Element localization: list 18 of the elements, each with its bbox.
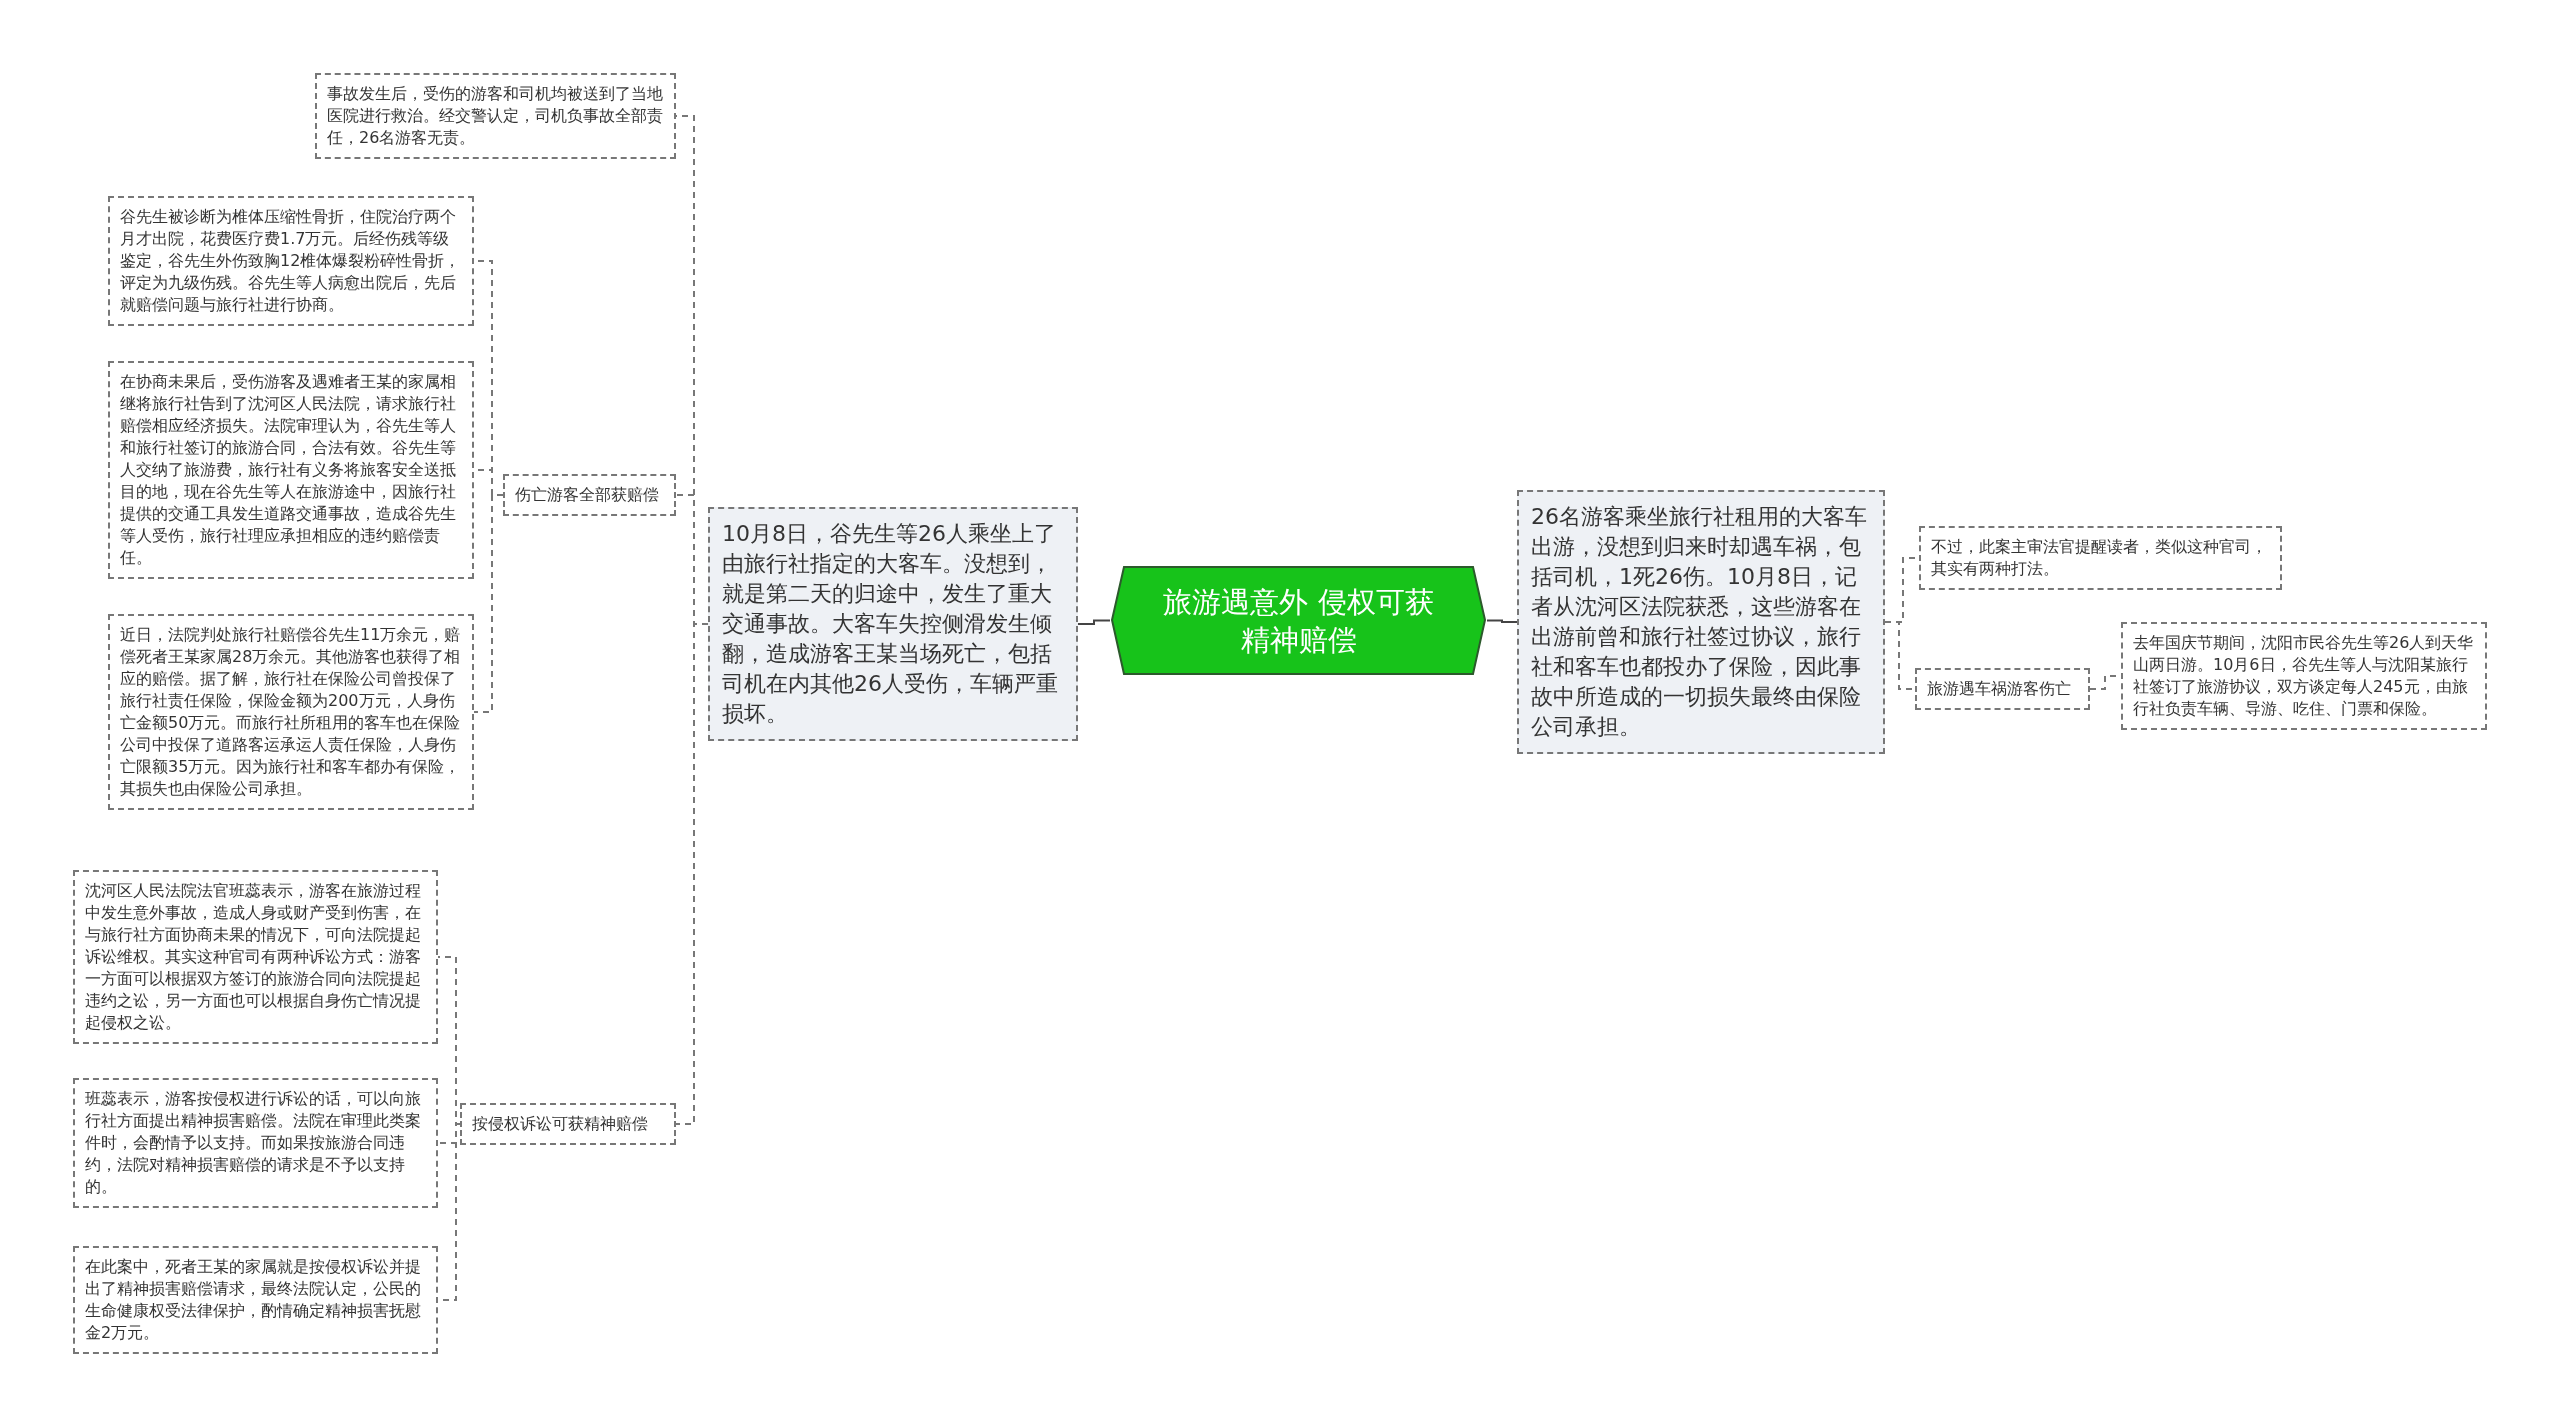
note-box: 旅游遇车祸游客伤亡 xyxy=(1915,668,2090,710)
note-box: 沈河区人民法院法官班蕊表示，游客在旅游过程中发生意外事故，造成人身或财产受到伤害，在与旅行社方面协商未果的情况下，可向法院提起诉讼维权。其实这种官司有两种诉讼方式：游客一方面可以根据双方签订的旅游合同向法院提起违约之讼，另一方面也可以根据自身伤亡情况提起侵权之讼。 xyxy=(73,870,438,1044)
topic-box: 26名游客乘坐旅行社租用的大客车出游，没想到归来时却遇车祸，包括司机，1死26伤。10月8日，记者从沈河区法院获悉，这些游客在出游前曾和旅行社签过协议，旅行社和客车也都投办了保险，因此事故中所造成的一切损失最终由保险公司承担。 xyxy=(1517,490,1885,754)
note-box: 在协商未果后，受伤游客及遇难者王某的家属相继将旅行社告到了沈河区人民法院，请求旅行社赔偿相应经济损失。法院审理认为，谷先生等人和旅行社签订的旅游合同，合法有效。谷先生等人交纳了旅游费，旅行社有义务将旅客安全送抵目的地，现在谷先生等人在旅游途中，因旅行社提供的交通工具发生道路交通事故，造成谷先生等人受伤，旅行社理应承担相应的违约赔偿责任。 xyxy=(108,361,474,579)
note-box: 伤亡游客全部获赔偿 xyxy=(503,474,676,516)
connector-line xyxy=(473,494,504,713)
note-box: 班蕊表示，游客按侵权进行诉讼的话，可以向旅行社方面提出精神损害赔偿。法院在审理此类案件时，会酌情予以支持。而如果按旅游合同违约，法院对精神损害赔偿的请求是不予以支持的。 xyxy=(73,1078,438,1208)
note-box: 不过，此案主审法官提醒读者，类似这种官司，其实有两种打法。 xyxy=(1919,526,2282,590)
note-box: 谷先生被诊断为椎体压缩性骨折，住院治疗两个月才出院，花费医疗费1.7万元。后经伤残等级鉴定，谷先生外伤致胸12椎体爆裂粉碎性骨折，评定为九级伤残。谷先生等人病愈出院后，先后就赔偿问题与旅行社进行协商。 xyxy=(108,196,474,326)
note-box: 按侵权诉讼可获精神赔偿 xyxy=(460,1103,676,1145)
note-box: 近日，法院判处旅行社赔偿谷先生11万余元，赔偿死者王某家属28万余元。其他游客也获得了相应的赔偿。据了解，旅行社在保险公司曾投保了旅行社责任保险，保险金额为200万元，人身伤亡金额50万元。而旅行社所租用的客车也在保险公司中投保了道路客运承运人责任保险，人身伤亡限额35万元。因为旅行社和客车都办有保险，其损失也由保险公司承担。 xyxy=(108,614,474,810)
topic-box: 10月8日，谷先生等26人乘坐上了由旅行社指定的大客车。没想到，就是第二天的归途中，发生了重大交通事故。大客车失控侧滑发生倾翻，造成游客王某当场死亡，包括司机在内其他26人受伤，车辆严重损坏。 xyxy=(708,507,1078,741)
connector-line xyxy=(1077,619,1111,625)
connector-line xyxy=(1486,619,1518,623)
central-topic: 旅游遇意外 侵权可获精神赔偿 xyxy=(1110,565,1487,676)
note-box: 事故发生后，受伤的游客和司机均被送到了当地医院进行救治。经交警认定，司机负事故全部责任，26名游客无责。 xyxy=(315,73,676,159)
note-box: 在此案中，死者王某的家属就是按侵权诉讼并提出了精神损害赔偿请求，最终法院认定，公民的生命健康权受法律保护，酌情确定精神损害抚慰金2万元。 xyxy=(73,1246,438,1354)
note-box: 去年国庆节期间，沈阳市民谷先生等26人到天华山两日游。10月6日，谷先生等人与沈阳某旅行社签订了旅游协议，双方谈定每人245元，由旅行社负责车辆、导游、吃住、门票和保险。 xyxy=(2121,622,2487,730)
